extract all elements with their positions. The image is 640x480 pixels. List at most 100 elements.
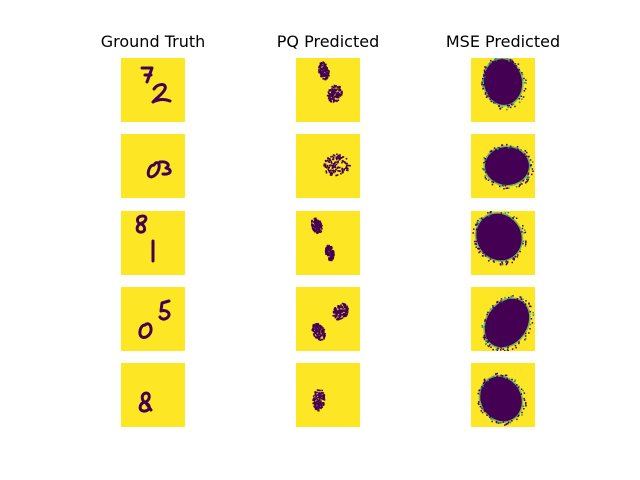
pixel-speck <box>335 314 337 316</box>
pixel-speck <box>332 257 334 260</box>
pixel-speck <box>324 64 326 67</box>
pixel-speck <box>323 328 326 331</box>
pixel-speck <box>336 157 339 159</box>
pixel-speck <box>336 153 338 156</box>
edge-speck <box>476 228 478 230</box>
edge-speck <box>481 81 483 83</box>
pixel-speck <box>323 337 325 340</box>
edge-speck <box>484 336 486 339</box>
pixel-speck <box>323 336 325 339</box>
pixel-speck <box>336 158 338 160</box>
pixel-speck <box>320 225 322 228</box>
pixel-speck <box>343 306 346 309</box>
pixel-speck <box>314 231 316 233</box>
pixel-speck <box>338 93 341 95</box>
pixel-speck <box>318 337 321 340</box>
pq-predicted-image-graphic <box>312 389 326 412</box>
pixel-speck <box>314 331 317 334</box>
edge-speck <box>496 301 498 303</box>
pixel-speck <box>318 399 320 402</box>
edge-speck <box>497 422 500 424</box>
edge-speck <box>511 348 514 350</box>
edge-speck <box>483 69 486 71</box>
edge-speck <box>526 151 528 154</box>
edge-speck <box>500 106 502 109</box>
pixel-speck <box>319 226 322 229</box>
edge-speck <box>502 184 504 187</box>
pixel-speck <box>319 401 322 404</box>
pixel-speck <box>326 74 329 76</box>
digit-stroke <box>135 214 148 234</box>
pixel-speck <box>343 302 345 305</box>
pixel-speck <box>315 394 318 397</box>
edge-speck <box>499 263 502 265</box>
edge-speck <box>482 85 484 88</box>
edge-speck <box>499 185 501 188</box>
pixel-speck <box>328 244 330 247</box>
edge-speck <box>511 61 514 63</box>
pixel-speck <box>339 314 341 317</box>
edge-speck <box>507 298 509 301</box>
pixel-speck <box>327 254 329 256</box>
pixel-speck <box>338 157 341 160</box>
pixel-speck <box>339 166 341 169</box>
pixel-speck <box>341 156 344 158</box>
pixel-speck <box>345 311 348 313</box>
edge-speck <box>532 161 534 163</box>
edge-speck <box>520 296 522 299</box>
edge-speck <box>501 262 504 265</box>
pixel-speck <box>329 246 331 248</box>
pixel-speck <box>322 73 325 75</box>
pixel-speck <box>320 403 323 406</box>
pixel-speck <box>341 302 344 305</box>
edge-speck <box>485 340 487 342</box>
edge-speck <box>497 148 499 150</box>
pixel-speck <box>346 307 349 309</box>
edge-speck <box>524 182 527 184</box>
edge-speck <box>518 385 520 388</box>
edge-speck <box>525 243 527 246</box>
pixel-speck <box>331 95 333 98</box>
edge-speck <box>515 217 518 219</box>
edge-speck <box>524 335 527 337</box>
edge-speck <box>525 181 528 183</box>
edge-speck <box>506 104 509 107</box>
pixel-speck <box>317 228 319 230</box>
pixel-speck <box>338 308 340 310</box>
edge-speck <box>478 248 480 250</box>
edge-speck <box>484 76 486 78</box>
pixel-speck <box>320 330 322 333</box>
edge-speck <box>490 99 492 102</box>
edge-speck <box>516 146 519 148</box>
pixel-speck <box>332 154 335 156</box>
edge-speck <box>493 261 495 263</box>
pixel-speck <box>316 326 318 328</box>
edge-speck <box>475 242 477 245</box>
mse-predicted-image <box>471 134 535 198</box>
ground-truth-image-graphic <box>138 299 171 339</box>
edge-speck <box>477 223 480 225</box>
edge-speck <box>495 373 497 375</box>
mse-predicted-image <box>471 287 535 351</box>
pixel-speck <box>323 394 325 396</box>
edge-speck <box>480 410 482 412</box>
pixel-speck <box>321 333 324 335</box>
pixel-speck <box>332 255 334 257</box>
edge-speck <box>519 227 521 229</box>
pixel-speck <box>339 315 342 318</box>
pixel-speck <box>318 65 320 68</box>
ground-truth-image <box>121 58 185 122</box>
digit-stroke <box>144 401 153 412</box>
edge-speck <box>476 221 479 223</box>
pixel-speck <box>325 71 327 73</box>
edge-speck <box>529 328 531 330</box>
pixel-speck <box>322 402 325 404</box>
edge-speck <box>502 421 505 423</box>
pixel-speck <box>314 406 317 409</box>
edge-speck <box>505 374 508 377</box>
pixel-speck <box>322 61 324 63</box>
edge-speck <box>485 171 487 173</box>
edge-speck <box>485 67 487 69</box>
edge-speck <box>524 403 527 405</box>
pixel-speck <box>336 314 339 316</box>
